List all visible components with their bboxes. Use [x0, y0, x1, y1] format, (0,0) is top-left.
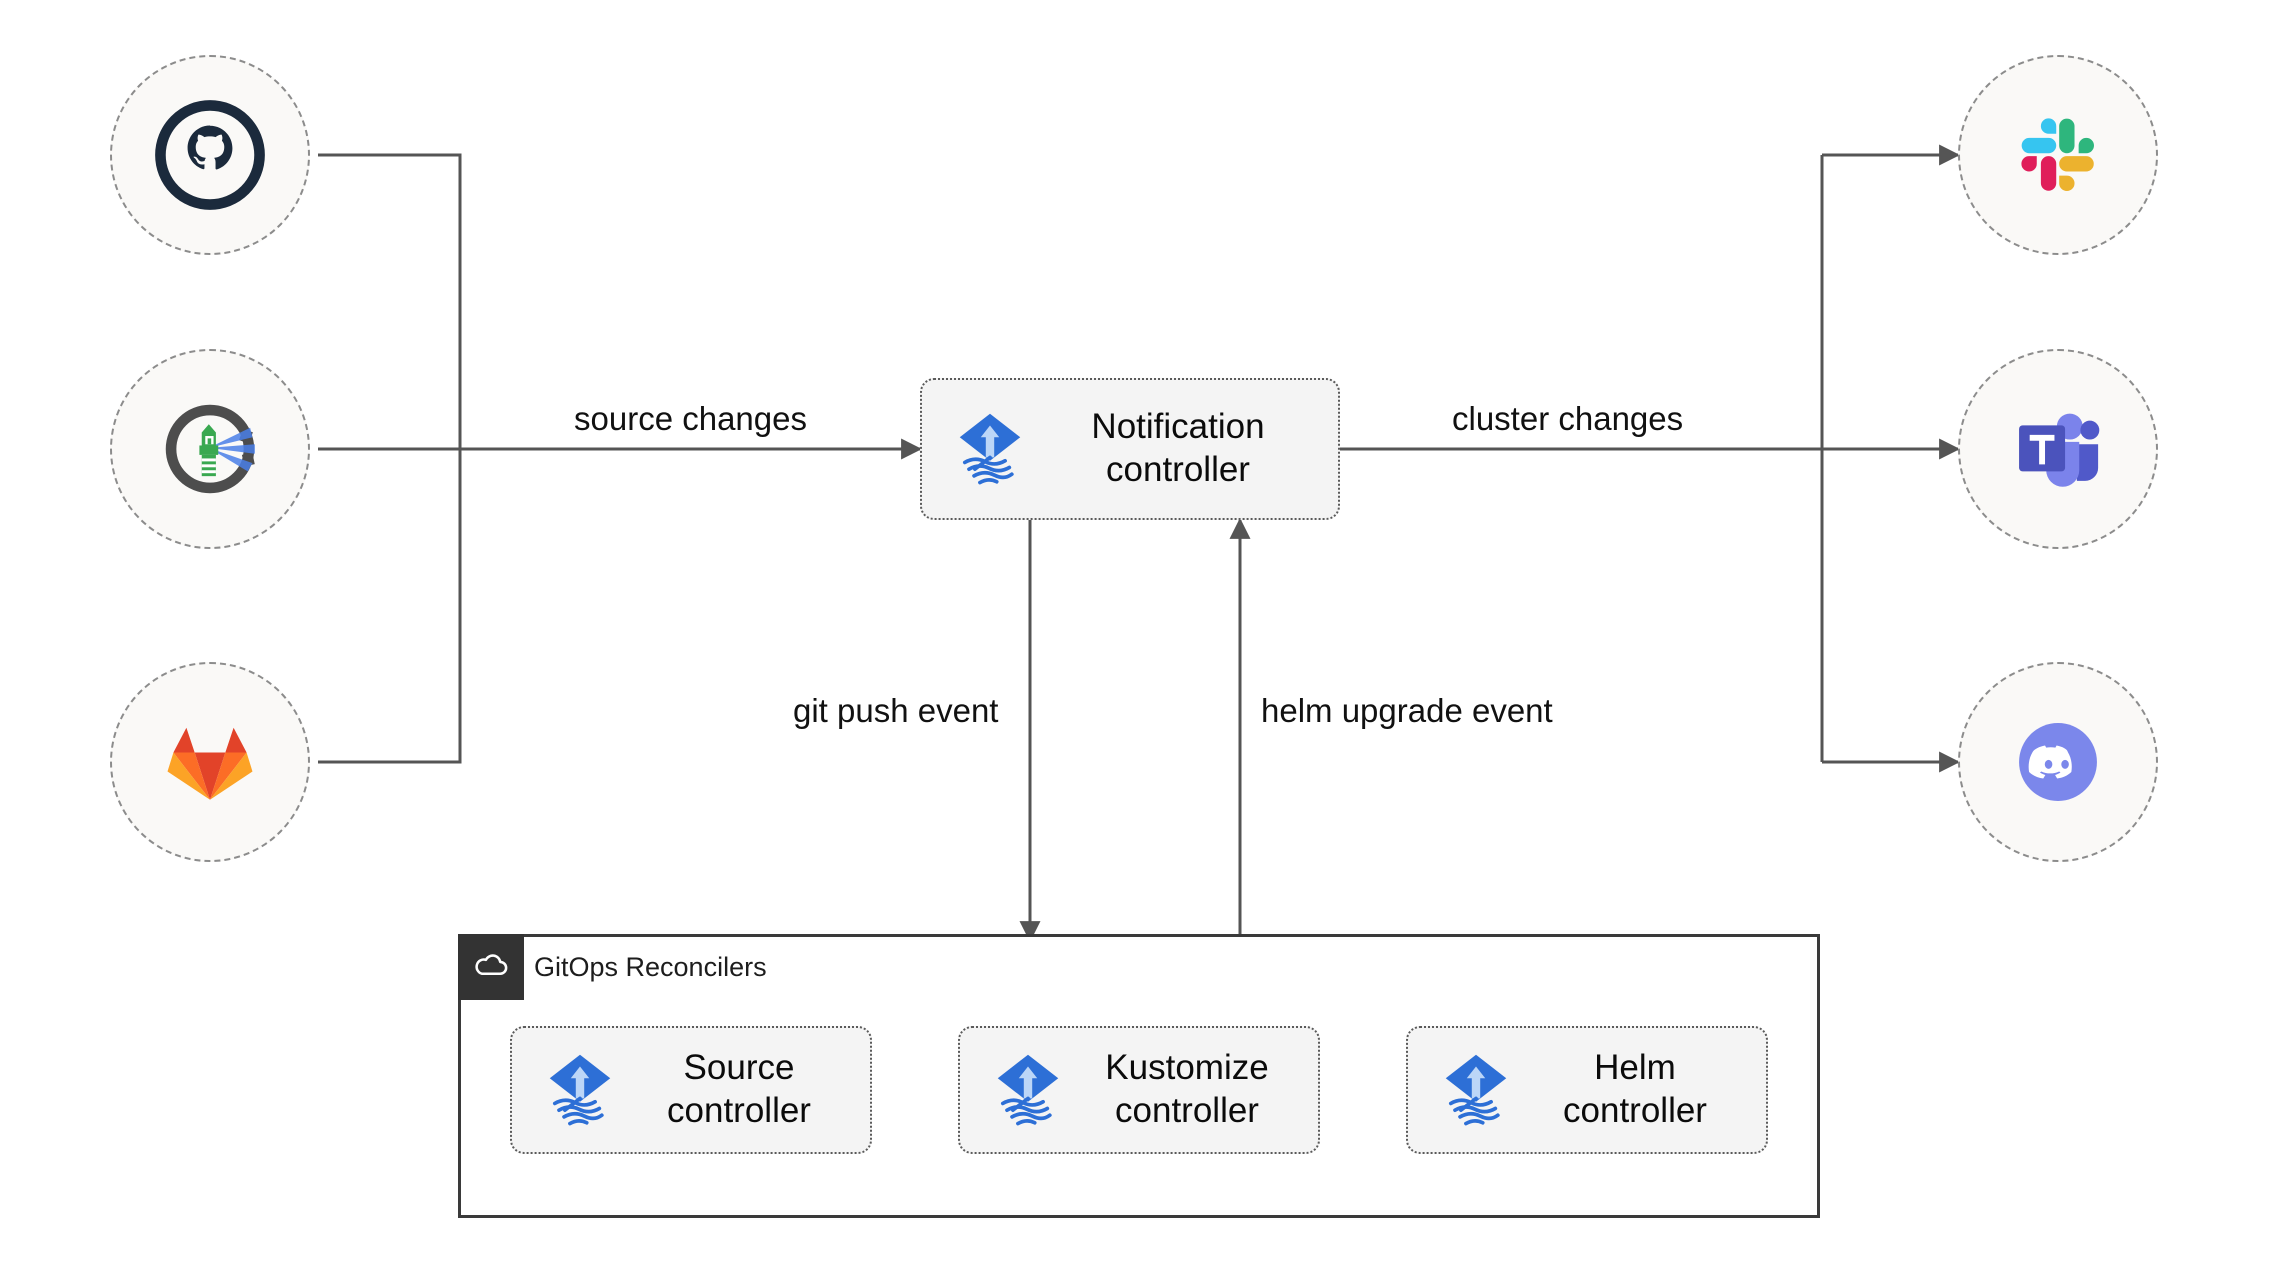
edge-label-cluster-changes: cluster changes: [1452, 400, 1684, 437]
flux-controller-icon: [997, 1054, 1059, 1126]
notification-controller-box[interactable]: Notification controller: [920, 378, 1340, 520]
edge-label-source-changes: source changes: [574, 400, 807, 437]
slack-icon: [2021, 118, 2094, 191]
discord-icon: [2019, 723, 2097, 801]
group-title: GitOps Reconcilers: [534, 952, 767, 982]
notification-controller-label: Notification controller: [1091, 407, 1265, 489]
kustomize-controller-label: Kustomize controller: [1105, 1048, 1269, 1130]
flux-lighthouse-icon: [165, 404, 255, 494]
source-controller-box[interactable]: Source controller: [510, 1026, 872, 1154]
helm-controller-label: Helm controller: [1563, 1048, 1707, 1130]
flux-controller-icon: [549, 1054, 611, 1126]
target-node-teams[interactable]: [1958, 349, 2158, 549]
kustomize-controller-box[interactable]: Kustomize controller: [958, 1026, 1320, 1154]
cloud-icon: [475, 954, 508, 975]
gitlab-icon: [167, 727, 253, 800]
edge-label-git-push-event: git push event: [793, 692, 999, 729]
cloud-icon-container: [458, 934, 524, 1000]
helm-controller-box[interactable]: Helm controller: [1406, 1026, 1768, 1154]
source-controller-label: Source controller: [667, 1048, 811, 1130]
source-node-github[interactable]: [110, 55, 310, 255]
edge-notification-to-targets: [1340, 144, 1961, 773]
edge-label-helm-upgrade-event: helm upgrade event: [1261, 692, 1553, 729]
edge-sources-to-notification: [318, 153, 923, 764]
source-node-flux[interactable]: [110, 349, 310, 549]
target-node-discord[interactable]: [1958, 662, 2158, 862]
flux-controller-icon: [959, 413, 1021, 485]
microsoft-teams-icon: [2019, 413, 2100, 487]
target-node-slack[interactable]: [1958, 55, 2158, 255]
source-node-gitlab[interactable]: [110, 662, 310, 862]
github-icon: [155, 100, 265, 210]
flux-controller-icon: [1445, 1054, 1507, 1126]
